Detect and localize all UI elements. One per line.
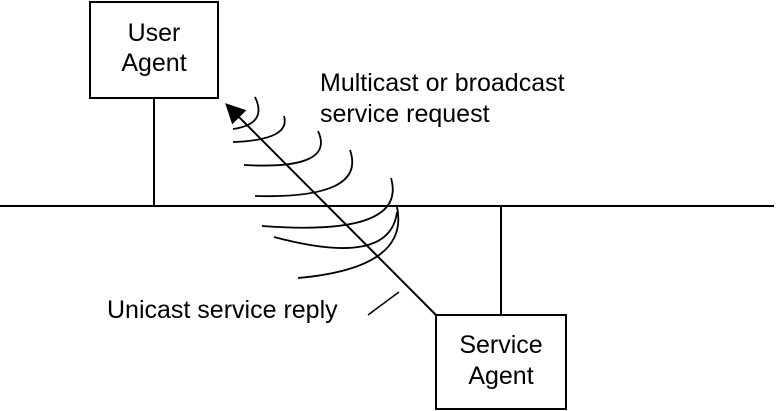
service-agent-label-line1: Service — [459, 331, 542, 359]
wave-arc-2 — [232, 115, 286, 143]
reply-leader-line — [367, 291, 400, 316]
request-arrow — [225, 103, 437, 316]
user-agent-label-line1: User — [128, 19, 181, 47]
broadcast-waves — [232, 96, 400, 279]
service-agent-label-line2: Agent — [468, 362, 533, 390]
request-caption-line1: Multicast or broadcast — [320, 69, 565, 97]
wave-arc-5 — [261, 177, 394, 229]
wave-arc-6 — [273, 211, 398, 249]
user-agent-label-line2: Agent — [121, 49, 186, 77]
request-caption-line2: service request — [320, 100, 490, 128]
wave-arc-4 — [254, 149, 354, 198]
wave-arc-1 — [232, 96, 260, 130]
wave-arc-3 — [243, 130, 322, 167]
wave-arc-7 — [297, 206, 400, 279]
reply-caption: Unicast service reply — [107, 296, 338, 324]
